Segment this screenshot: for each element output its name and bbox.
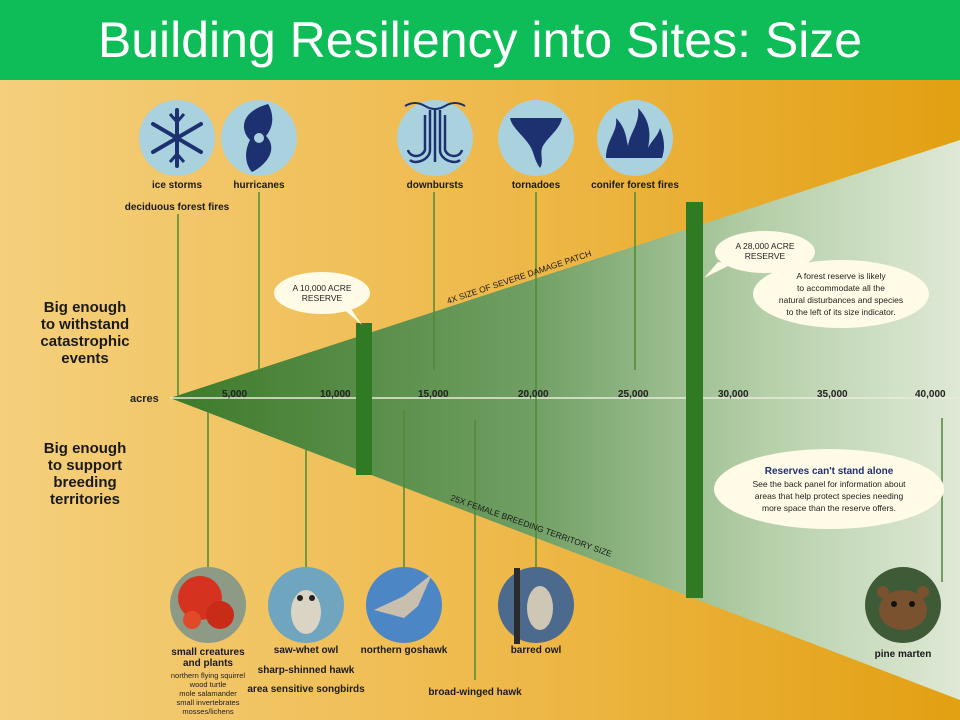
tick-35000: 35,000 <box>817 389 848 400</box>
hurricane-icon <box>221 100 297 176</box>
bubble-forest-reserve <box>753 260 929 328</box>
northern-goshawk-photo <box>366 567 442 643</box>
pine-marten-photo <box>865 567 941 643</box>
fire-icon <box>597 100 673 176</box>
conifer-fires-label: conifer forest fires <box>591 180 679 191</box>
acres-unit-label: acres <box>130 393 159 405</box>
tick-40000: 40,000 <box>915 389 946 400</box>
reserve-10000-bar <box>356 323 372 475</box>
hurricanes-label: hurricanes <box>233 180 285 191</box>
ice-storms-label: ice storms <box>151 180 203 191</box>
saw-whet-owl-photo <box>268 567 344 643</box>
pine-marten-label: pine marten <box>874 649 932 660</box>
barred-owl-photo <box>498 567 574 644</box>
tick-15000: 15,000 <box>418 389 449 400</box>
tornadoes-label: tornadoes <box>511 180 561 191</box>
tick-20000: 20,000 <box>518 389 549 400</box>
downburst-icon <box>397 100 473 176</box>
tick-10000: 10,000 <box>320 389 351 400</box>
bubble-10000 <box>274 272 370 314</box>
snowflake-icon <box>139 100 215 176</box>
northern-goshawk-label: northern goshawk <box>360 645 448 656</box>
reserve-28000-bar <box>686 202 703 598</box>
tick-30000: 30,000 <box>718 389 749 400</box>
deciduous-fires-label: deciduous forest fires <box>124 202 230 213</box>
barred-owl-label: barred owl <box>510 645 562 656</box>
bubble-28000-tail <box>704 262 732 278</box>
tick-5000: 5,000 <box>222 389 248 400</box>
page-title: Building Resiliency into Sites: Size <box>97 12 863 68</box>
tick-25000: 25,000 <box>618 389 649 400</box>
leader-lines <box>177 192 943 680</box>
stand-alone-callout: Reserves can't stand alone See the back … <box>752 466 906 513</box>
bubble-28000 <box>715 231 815 273</box>
bubble-stand-alone <box>714 449 944 529</box>
downbursts-label: downbursts <box>406 180 464 191</box>
saw-whet-owl-label: saw-whet owl <box>273 645 339 656</box>
tornado-icon <box>498 100 574 176</box>
songbirds-label: area sensitive songbirds <box>247 684 365 695</box>
title-bar: Building Resiliency into Sites: Size <box>0 0 960 80</box>
sharp-shinned-hawk-label: sharp-shinned hawk <box>257 665 355 676</box>
lichen-photo <box>170 567 246 643</box>
broad-winged-hawk-label: broad-winged hawk <box>428 687 522 698</box>
